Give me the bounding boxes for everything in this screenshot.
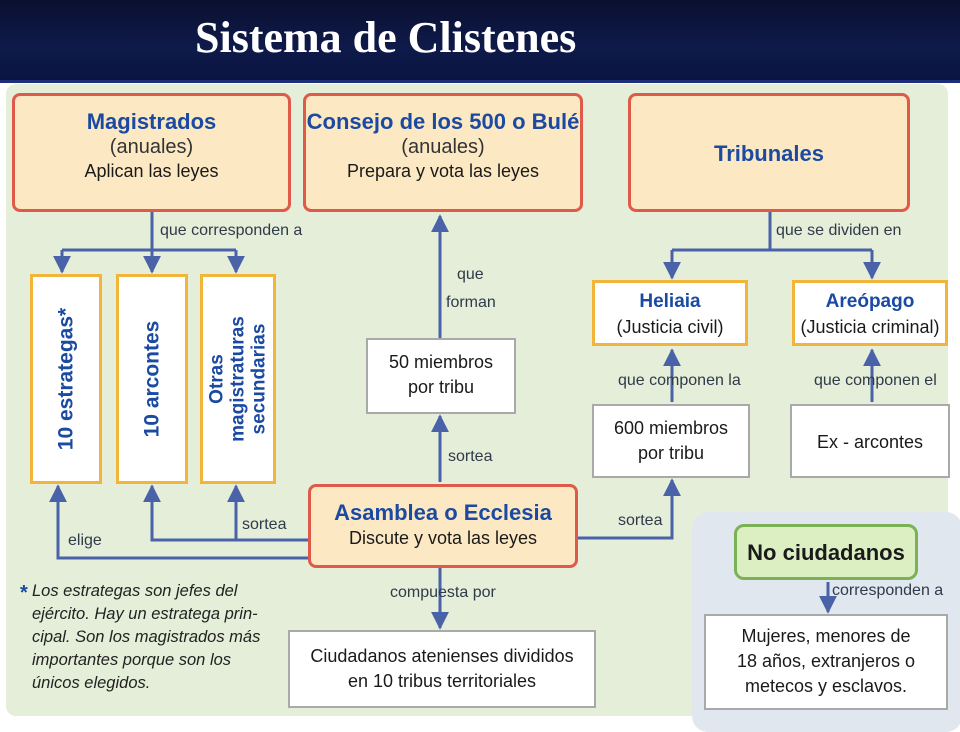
footnote-line2: ejército. Hay un estratega prin- (32, 605, 258, 623)
consejo-box: Consejo de los 500 o Bulé (anuales) Prep… (303, 93, 583, 212)
estrategas-box: 10 estrategas* (30, 274, 102, 484)
otras-line2: magistraturas (227, 316, 249, 442)
consejo-desc: Prepara y vota las leyes (346, 161, 540, 181)
connector-tribunales (672, 212, 872, 252)
asamblea-desc: Discute y vota las leyes (348, 528, 538, 548)
magistrados-box: Magistrados (anuales) Aplican las leyes (12, 93, 291, 212)
slide-title: Sistema de Clistenes (195, 13, 577, 62)
footnote-line3: cipal. Son los magistrados más (32, 628, 261, 646)
label-sortea-consejo: sortea (448, 448, 493, 465)
consejo-sub: (anuales) (401, 136, 485, 158)
no-ciudadanos-list-box: Mujeres, menores de 18 años, extranjeros… (704, 614, 948, 710)
label-sortea-tribunales: sortea (618, 512, 663, 529)
50-miembros-line1: 50 miembros (388, 352, 494, 372)
label-sortea-magistrados: sortea (242, 516, 287, 533)
ciudadanos-line2: en 10 tribus territoriales (347, 671, 537, 691)
heliaia-title: Heliaia (639, 291, 701, 312)
arcontes-box: 10 arcontes (116, 274, 188, 484)
50-miembros-line2: por tribu (407, 377, 475, 397)
footnote-line5: únicos elegidos. (32, 674, 151, 692)
magistrados-sub: (anuales) (109, 136, 194, 158)
600-miembros-line2: por tribu (637, 443, 705, 463)
asamblea-title: Asamblea o Ecclesia (334, 500, 552, 525)
tribunales-title: Tribunales (713, 141, 825, 166)
areopago-box: Areópago (Justicia criminal) (792, 280, 948, 346)
ciudadanos-box: Ciudadanos atenienses divididos en 10 tr… (288, 630, 596, 708)
magistrados-title: Magistrados (86, 109, 217, 134)
ex-arcontes-text: Ex - arcontes (816, 432, 924, 452)
label-que-se-dividen-en: que se dividen en (776, 222, 902, 239)
footnote-star: * (20, 582, 28, 604)
footnote-text: Los estrategas son jefes del ejército. H… (18, 580, 292, 695)
asamblea-box: Asamblea o Ecclesia Discute y vota las l… (308, 484, 578, 568)
50-miembros-box: 50 miembros por tribu (366, 338, 516, 414)
no-ciudadanos-line1: Mujeres, menores de (741, 626, 911, 646)
600-miembros-box: 600 miembros por tribu (592, 404, 750, 478)
label-elige: elige (68, 532, 102, 549)
ciudadanos-line1: Ciudadanos atenienses divididos (310, 646, 574, 666)
label-que-componen-el: que componen el (814, 372, 937, 389)
600-miembros-line1: 600 miembros (613, 418, 729, 438)
no-ciudadanos-line3: metecos y esclavos. (744, 676, 908, 696)
arrow-sortea-tribunales (578, 478, 681, 540)
no-ciudadanos-box: No ciudadanos (734, 524, 918, 580)
label-que-corresponden-a: que corresponden a (160, 222, 303, 239)
no-ciudadanos-line2: 18 años, extranjeros o (736, 651, 916, 671)
label-corresponden-a: corresponden a (832, 582, 944, 599)
arrow-sortea-arcontes (143, 484, 308, 542)
heliaia-sub: (Justicia civil) (616, 317, 724, 337)
label-compuesta-por: compuesta por (390, 584, 496, 601)
areopago-sub: (Justicia criminal) (800, 317, 940, 337)
title-bar (0, 0, 960, 80)
consejo-title: Consejo de los 500 o Bulé (306, 109, 580, 134)
tribunales-box: Tribunales (628, 93, 910, 212)
magistrados-desc: Aplican las leyes (84, 161, 219, 181)
otras-magistraturas-label: Otras magistraturas secundarias (207, 316, 270, 442)
label-que: que (457, 266, 484, 283)
otras-line3: secundarias (248, 323, 270, 435)
heliaia-box: Heliaia (Justicia civil) (592, 280, 748, 346)
footnote-line1: Los estrategas son jefes del (32, 582, 238, 600)
otras-line1: Otras (206, 354, 228, 404)
otras-magistraturas-box: Otras magistraturas secundarias (200, 274, 276, 484)
connector-magistrados (62, 212, 236, 252)
title-underline (0, 80, 960, 83)
no-ciudadanos-title: No ciudadanos (747, 540, 905, 565)
footnote-line4: importantes porque son los (32, 651, 232, 669)
areopago-title: Areópago (825, 291, 915, 312)
ex-arcontes-box: Ex - arcontes (790, 404, 950, 478)
label-que-componen-la: que componen la (618, 372, 741, 389)
arrow-elige (49, 484, 308, 560)
arcontes-label: 10 arcontes (140, 320, 164, 438)
label-forman: forman (446, 294, 496, 311)
estrategas-label: 10 estrategas* (54, 307, 78, 451)
